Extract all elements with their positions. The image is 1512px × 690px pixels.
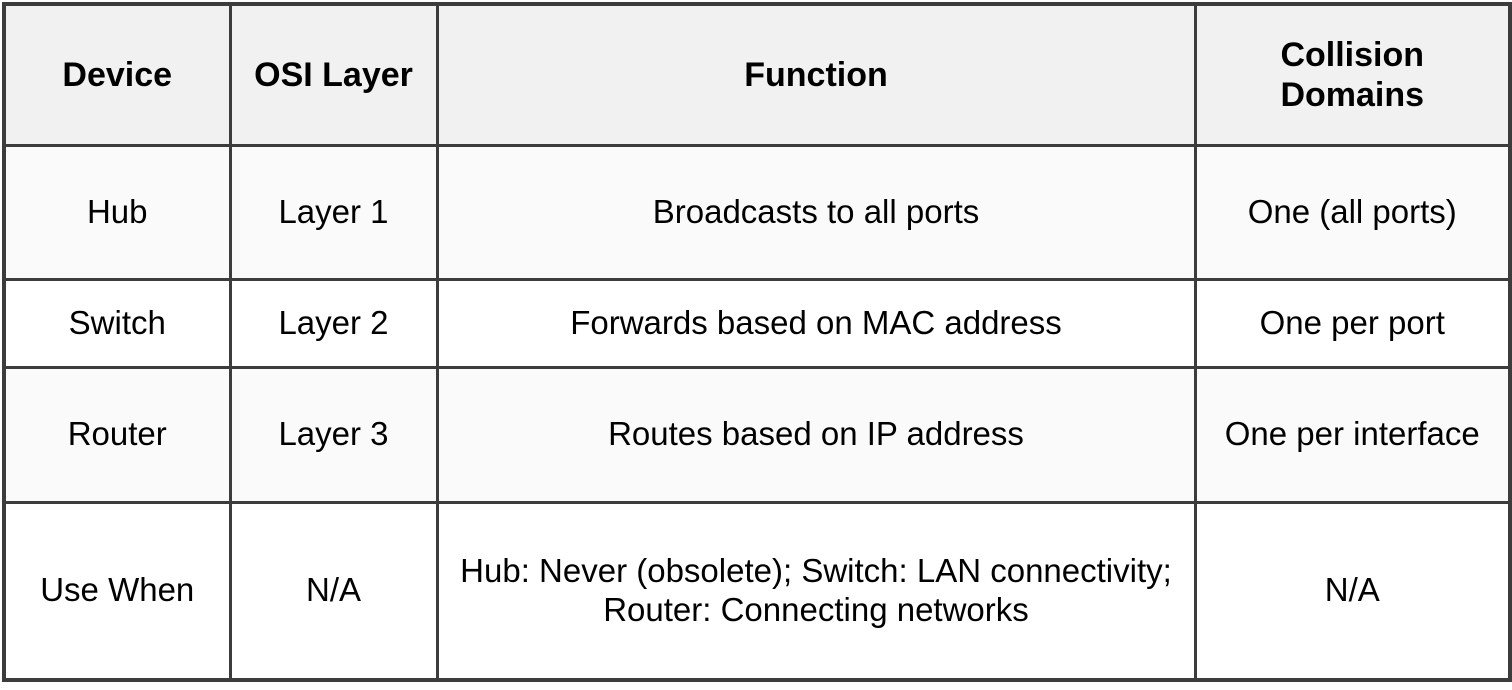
table-row: Switch Layer 2 Forwards based on MAC add… bbox=[2, 277, 1512, 369]
table-row: Hub Layer 1 Broadcasts to all ports One … bbox=[2, 143, 1512, 281]
cell-collision-domains: One per interface bbox=[1193, 365, 1512, 504]
column-header-collision-domains: Collision Domains bbox=[1193, 2, 1512, 147]
column-header-osi-layer: OSI Layer bbox=[228, 2, 439, 147]
table-body: Hub Layer 1 Broadcasts to all ports One … bbox=[2, 143, 1512, 682]
cell-collision-domains: One per port bbox=[1193, 277, 1512, 369]
cell-function: Routes based on IP address bbox=[435, 365, 1197, 504]
cell-collision-domains: One (all ports) bbox=[1193, 143, 1512, 281]
cell-osi-layer: Layer 2 bbox=[228, 277, 439, 369]
table-header: Device OSI Layer Function Collision Doma… bbox=[2, 2, 1512, 147]
cell-osi-layer: Layer 3 bbox=[228, 365, 439, 504]
table-row: Router Layer 3 Routes based on IP addres… bbox=[2, 365, 1512, 504]
table-header-row: Device OSI Layer Function Collision Doma… bbox=[2, 2, 1512, 147]
cell-device: Router bbox=[2, 365, 232, 504]
cell-function: Broadcasts to all ports bbox=[435, 143, 1197, 281]
cell-osi-layer: N/A bbox=[228, 500, 439, 682]
cell-function: Forwards based on MAC address bbox=[435, 277, 1197, 369]
cell-device: Hub bbox=[2, 143, 232, 281]
cell-device: Use When bbox=[2, 500, 232, 682]
column-header-device: Device bbox=[2, 2, 232, 147]
cell-function: Hub: Never (obsolete); Switch: LAN conne… bbox=[435, 500, 1197, 682]
table-row: Use When N/A Hub: Never (obsolete); Swit… bbox=[2, 500, 1512, 682]
cell-device: Switch bbox=[2, 277, 232, 369]
column-header-function: Function bbox=[435, 2, 1197, 147]
cell-osi-layer: Layer 1 bbox=[228, 143, 439, 281]
cell-collision-domains: N/A bbox=[1193, 500, 1512, 682]
